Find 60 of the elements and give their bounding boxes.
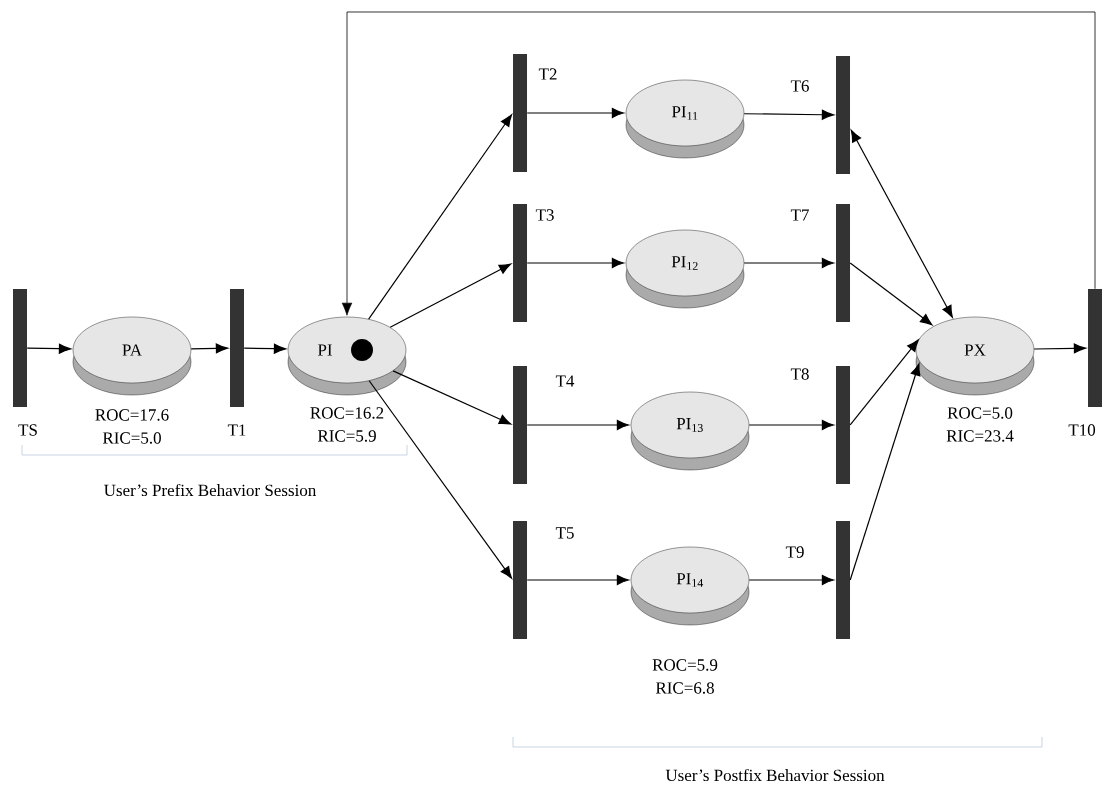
transition-label: T10	[1068, 424, 1096, 436]
transition-bar	[836, 204, 850, 322]
arrow	[341, 11, 1096, 316]
transition-label: T4	[555, 375, 575, 387]
transition-label: TS	[18, 424, 37, 436]
transition-bar	[1088, 289, 1102, 407]
metric-label: ROC=5.9	[652, 659, 718, 671]
metric-label: RIC=6.8	[655, 682, 714, 694]
place-cylinder: PX	[915, 316, 1035, 396]
arrow	[389, 263, 512, 328]
transition-bar	[513, 366, 527, 484]
arrow	[850, 129, 953, 318]
metric-label: ROC=16.2	[310, 407, 384, 419]
arrow	[526, 419, 630, 431]
transition-bar	[836, 366, 850, 484]
transition-bar	[230, 289, 244, 407]
arrow	[748, 419, 835, 431]
place-cylinder: PI$_{11}$	[625, 79, 745, 159]
transition-label: T8	[790, 368, 809, 380]
transition-label: T6	[790, 80, 809, 92]
arrow	[392, 370, 512, 425]
arrow	[1033, 343, 1087, 354]
arrow	[526, 257, 625, 269]
arrow	[849, 363, 921, 581]
arrow	[368, 114, 513, 320]
arrow	[190, 343, 229, 354]
metric-label: ROC=5.0	[947, 407, 1013, 419]
transition-bar	[513, 54, 527, 172]
transition-bar	[836, 521, 850, 639]
transition-label: T2	[538, 68, 557, 80]
arrow	[748, 574, 835, 586]
arrow	[368, 380, 512, 579]
metric-label: RIC=5.9	[317, 430, 376, 442]
transition-label: T9	[785, 546, 804, 558]
arrow	[849, 262, 933, 326]
transition-bar	[13, 289, 27, 407]
arrow	[26, 343, 72, 354]
arrow	[849, 339, 919, 426]
arrow	[743, 257, 835, 269]
arrow	[743, 109, 835, 120]
transition-label: T1	[227, 424, 246, 436]
metric-label: ROC=17.6	[95, 409, 169, 421]
session-label: User’s Prefix Behavior Session	[104, 483, 317, 497]
metric-label: RIC=23.4	[946, 430, 1014, 442]
transition-bar	[513, 204, 527, 322]
place-cylinder: PI$_{14}$	[630, 546, 750, 626]
metric-label: RIC=5.0	[102, 432, 161, 444]
arrow	[243, 343, 287, 354]
place-cylinder: PI	[287, 316, 407, 396]
transition-label: T7	[790, 209, 809, 221]
transition-label: T5	[555, 527, 574, 539]
transition-bar	[513, 521, 527, 639]
arrow	[526, 574, 630, 586]
transition-label: T3	[535, 209, 554, 221]
place-cylinder: PA	[72, 316, 192, 396]
place-cylinder: PI$_{12}$	[625, 229, 745, 309]
transition-bar	[836, 56, 850, 174]
place-cylinder: PI$_{13}$	[630, 391, 750, 471]
session-label: User’s Postfix Behavior Session	[665, 768, 885, 782]
arrow	[526, 107, 625, 118]
